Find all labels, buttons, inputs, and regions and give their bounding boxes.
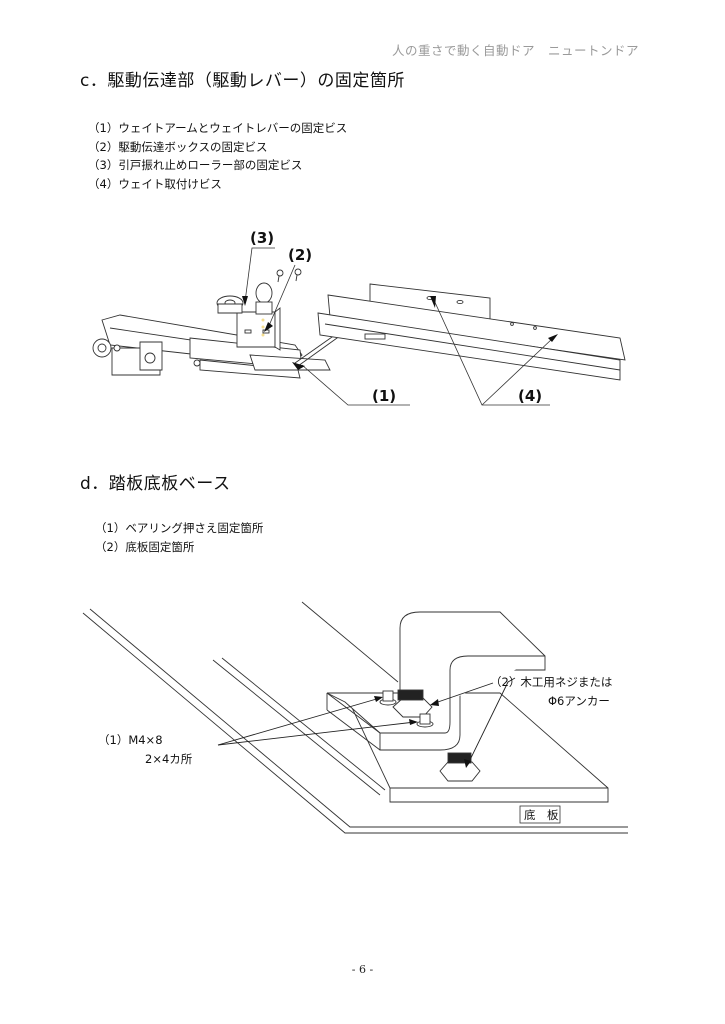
small-screw [379,690,397,706]
leader-callout-1b [217,721,416,746]
list-item: （3）引戸振れ止めローラー部の固定ビス [88,158,303,172]
leader-2 [267,264,296,329]
hex-nut-large [392,689,433,718]
list-item: （2）駆動伝達ボックスの固定ビス [88,139,268,154]
anchor-bolt [439,752,481,782]
list-item: （1）ベアリング押さえ固定箇所 [95,521,264,535]
base-plate-label-box [519,805,561,824]
running-header: 人の重さで動く自動ドア ニュートンドア [392,43,640,58]
list-item: （2）底板固定箇所 [95,539,195,554]
callout-2-line-1: （2）木工用ネジまたは [490,675,612,689]
arrow-head [430,699,439,706]
leader-callout-2b [467,677,516,765]
figure-label-3: (3) [250,229,274,247]
callout-1-line-1: （1）M4×8 [98,733,163,747]
section-c-heading: c．駆動伝達部（駆動レバー）の固定箇所 [80,71,405,91]
transmission-box [236,311,276,348]
leader-1 [301,364,410,406]
section-d-heading: d．踏板底板ベース [80,474,231,494]
figure-label-4: (4) [518,387,542,405]
rail-outer [82,612,628,834]
figure-label-1: (1) [372,387,396,405]
drive-lever-figure: (3) (2) (1) (4) [92,229,626,406]
arrow-head [409,719,418,725]
weight-beam-upper [327,294,626,361]
arrow-head [548,334,558,342]
callout-2-line-2: Φ6アンカー [548,694,610,708]
arrow-head [374,696,383,702]
arrow-head [464,759,471,768]
leader-callout-1a [217,697,381,746]
screw [294,268,302,282]
arrow-head [430,296,436,308]
small-screw [416,713,434,728]
arrow-head [242,296,248,306]
leader-3 [244,247,275,303]
base-plate-label: 底 板 [524,808,559,822]
arrow-head [292,362,305,370]
list-item: （1）ウェイトアームとウェイトレバーの固定ビス [88,121,348,135]
leader-callout-2a [434,682,494,704]
list-item: （4）ウェイト取付けビス [88,176,222,191]
section-d-list: （1）ベアリング押さえ固定箇所 （2）底板固定箇所 [95,519,263,556]
callout-1-line-2: 2×4カ所 [145,752,193,766]
page-number: - 6 - [351,963,374,976]
section-c-list: （1）ウェイトアームとウェイトレバーの固定ビス （2）駆動伝達ボックスの固定ビス… [88,119,347,193]
arrow-head [264,322,273,332]
screw [276,269,284,283]
base-plate-figure: 底 板 （1）M4×8 2×4カ所 （2）木工用ネジまたは Φ6アンカー [82,601,628,834]
figure-label-2: (2) [288,246,312,264]
